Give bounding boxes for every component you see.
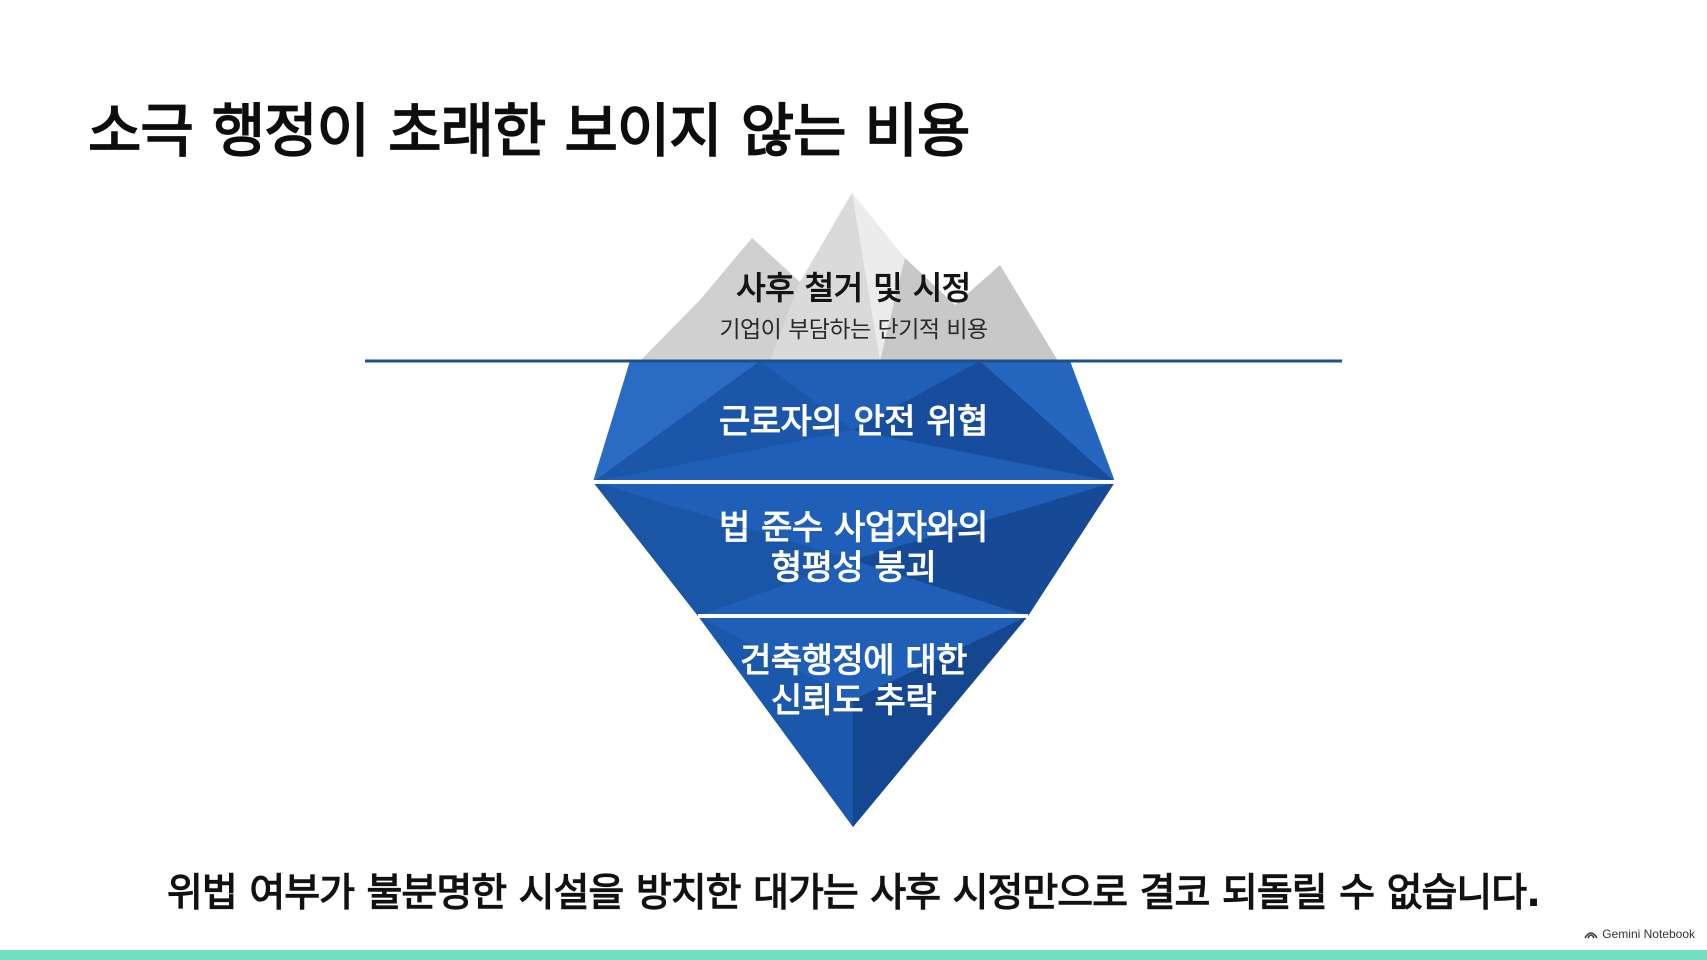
notebook-logo-icon <box>1584 931 1598 938</box>
layer-label-line: 형평성 붕괴 <box>770 548 937 588</box>
layer-label-line: 신뢰도 추락 <box>770 681 937 721</box>
layer-label-line: 법 준수 사업자와의 <box>719 508 988 548</box>
iceberg-tip <box>640 193 1058 361</box>
iceberg-body <box>593 361 1115 827</box>
layer-label-line: 근로자의 안전 위협 <box>719 402 988 442</box>
tip-subtitle: 기업이 부담하는 단기적 비용 <box>719 317 988 343</box>
tip-title: 사후 철거 및 시정 <box>736 269 971 307</box>
watermark: Gemini Notebook <box>1584 927 1695 941</box>
layer-label-safety: 근로자의 안전 위협 <box>0 402 1707 442</box>
layer-label-fairness: 법 준수 사업자와의 형평성 붕괴 <box>0 508 1707 588</box>
watermark-text: Gemini Notebook <box>1602 927 1695 941</box>
slide-title: 소극 행정이 초래한 보이지 않는 비용 <box>88 97 970 165</box>
bottom-caption: 위법 여부가 불분명한 시설을 방치한 대가는 사후 시정만으로 결코 되돌릴 … <box>167 871 1541 916</box>
accent-bar <box>0 950 1707 960</box>
layer-label-trust: 건축행정에 대한 신뢰도 추락 <box>0 641 1707 721</box>
layer-label-line: 건축행정에 대한 <box>740 641 967 681</box>
